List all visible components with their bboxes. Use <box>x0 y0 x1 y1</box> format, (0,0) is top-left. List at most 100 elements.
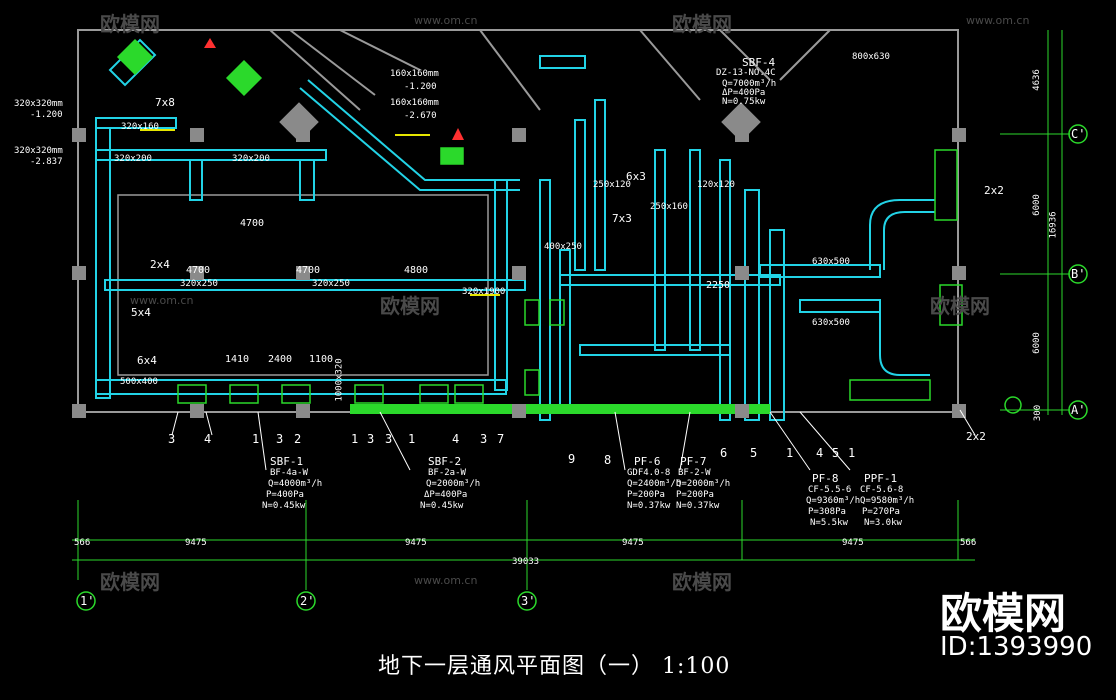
watermark-brand: 欧模网 <box>380 294 440 318</box>
callout-number: 3 <box>276 432 284 446</box>
watermark-url: www.om.cn <box>966 14 1030 27</box>
fan-symbols <box>116 38 963 404</box>
callout-leaders <box>171 409 976 471</box>
watermark-brand: 欧模网 <box>672 12 732 36</box>
callout-number: 1 <box>351 432 359 446</box>
callout-number: 4 <box>452 432 460 446</box>
equipment-spec: Q=9580m³/h <box>860 496 915 506</box>
dim-bottom-5: 566 <box>960 538 977 548</box>
equipment-spec: N=5.5kw <box>810 518 848 528</box>
equipment-spec: GDF4.0-8 <box>627 468 671 478</box>
equipment-spec: ΔP=400Pa <box>424 490 468 500</box>
callout-number: 5 <box>750 446 758 460</box>
watermark-url: www.om.cn <box>130 294 194 307</box>
watermark-brand: 欧模网 <box>100 570 160 594</box>
callout-number: 1 <box>408 432 416 446</box>
equipment-spec: BF-2a-W <box>428 468 466 478</box>
equipment-spec: ΔP=400Pa <box>722 88 766 98</box>
misc-label: 5x4 <box>131 306 151 319</box>
dim-interior-5: 2400 <box>268 354 293 365</box>
misc-label: 2x4 <box>150 258 170 271</box>
axis-label-col-3: 3' <box>521 594 536 608</box>
watermark-brand: 欧模网 <box>930 294 990 318</box>
equipment-spec: Q=2000m³/h <box>676 479 731 489</box>
equipment-name: SBF-4 <box>742 56 776 69</box>
watermark-logo-text: 欧模网 <box>940 589 1067 638</box>
elevation-label: -2.837 <box>30 157 63 167</box>
building-walls <box>77 29 959 413</box>
equipment-name: SBF-1 <box>270 455 304 468</box>
yellow-markings <box>140 129 500 296</box>
duct-label: 630x500 <box>812 257 850 267</box>
duct-label: 250x120 <box>593 180 631 190</box>
dim-interior-0: 4700 <box>240 218 265 229</box>
equipment-spec: N=0.75kw <box>722 97 766 107</box>
equipment-spec: N=0.45kw <box>262 501 306 511</box>
callout-number: 1 <box>252 432 260 446</box>
diagonal-walls <box>269 29 831 111</box>
equipment-spec: Q=4000m³/h <box>268 479 323 489</box>
equipment-spec: Q=2000m³/h <box>426 479 481 489</box>
dim-right-3: 300 <box>1033 404 1044 422</box>
elevation-label: -1.200 <box>404 82 437 92</box>
callout-number: 1 <box>848 446 856 460</box>
dim-right-2: 6000 <box>1031 332 1042 354</box>
duct-label: 800x630 <box>852 52 890 62</box>
equipment-spec: P=200Pa <box>676 490 714 500</box>
bottom-exhaust-duct <box>350 404 770 414</box>
red-markers <box>204 38 464 140</box>
axis-label-row-b: B' <box>1071 267 1086 281</box>
misc-label: 6x4 <box>137 354 157 367</box>
watermark-url: www.om.cn <box>414 574 478 587</box>
dim-bottom-0: 566 <box>74 538 91 548</box>
equipment-spec: Q=7000m³/h <box>722 79 777 89</box>
dim-bottom-2: 9475 <box>405 538 427 548</box>
dim-interior-7: 2250 <box>706 280 731 291</box>
watermark-brand: 欧模网 <box>100 12 160 36</box>
watermark-brand: 欧模网 <box>672 570 732 594</box>
equipment-spec: P=308Pa <box>808 507 846 517</box>
equipment-spec: N=0.45kw <box>420 501 464 511</box>
callout-number: 8 <box>604 453 612 467</box>
duct-label: 160x160mm <box>390 98 439 108</box>
duct-label: 500x400 <box>120 377 158 387</box>
dim-right-0: 4636 <box>1031 69 1042 91</box>
equipment-spec: DZ-13-NO.4C <box>716 68 776 78</box>
equipment-spec: N=0.37kw <box>676 501 720 511</box>
equipment-spec: Q=2400m³/h <box>627 479 682 489</box>
dim-right-1: 6000 <box>1031 194 1042 216</box>
dim-interior-4: 1410 <box>225 354 250 365</box>
axis-bubbles <box>76 124 1088 611</box>
equipment-spec: BF-2-W <box>678 468 711 478</box>
dim-bottom-3: 9475 <box>622 538 644 548</box>
dim-interior-3: 4800 <box>404 265 429 276</box>
misc-label: 7x3 <box>612 212 632 225</box>
equipment-name: PPF-1 <box>864 472 898 485</box>
callout-number: 1 <box>786 446 794 460</box>
watermark-id: ID:1393990 <box>940 632 1093 662</box>
duct-label: 250x160 <box>650 202 688 212</box>
duct-label: 320x250 <box>180 279 218 289</box>
callout-number: 3 <box>385 432 393 446</box>
equipment-spec: P=400Pa <box>266 490 304 500</box>
callout-number: 4 <box>204 432 212 446</box>
duct-label: 1000x320 <box>334 358 345 402</box>
equipment-spec: BF-4a-W <box>270 468 308 478</box>
dim-right-total: 16936 <box>1048 211 1059 239</box>
equipment-spec: N=3.0kw <box>864 518 902 528</box>
dim-total: 39033 <box>512 557 540 567</box>
dim-interior-1: 4700 <box>186 265 211 276</box>
callout-number: 4 <box>816 446 824 460</box>
duct-label: 120x120 <box>697 180 735 190</box>
duct-label: 400x250 <box>544 242 582 252</box>
duct-label: 320x1900 <box>462 287 506 297</box>
misc-label: 2x2 <box>966 430 986 443</box>
duct-network <box>95 38 935 421</box>
axis-label-col-1: 1' <box>80 594 95 608</box>
misc-label: 6x3 <box>626 170 646 183</box>
misc-label: 2x2 <box>984 184 1004 197</box>
duct-label: 320x200 <box>232 154 270 164</box>
equipment-spec: P=270Pa <box>862 507 900 517</box>
